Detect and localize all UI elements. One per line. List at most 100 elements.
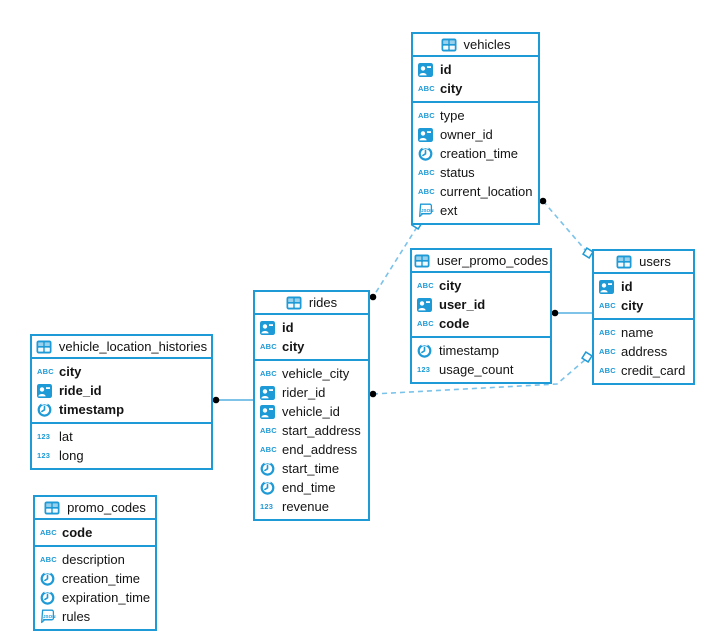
field-name: lat: [59, 429, 73, 444]
field-name: timestamp: [59, 402, 125, 417]
field-row-owner_id[interactable]: owner_id: [413, 125, 538, 144]
relation-dot-marker: [369, 390, 377, 398]
table-header[interactable]: vehicles: [413, 34, 538, 57]
abc-type-icon: ABC: [260, 425, 277, 435]
field-row-id[interactable]: id: [594, 277, 693, 296]
abc-type-icon: ABC: [599, 346, 616, 356]
field-row-id[interactable]: id: [413, 60, 538, 79]
abc-type-icon: ABC: [40, 527, 57, 537]
table-header[interactable]: vehicle_location_histories: [32, 336, 211, 359]
field-row-rider_id[interactable]: rider_id: [255, 383, 368, 402]
table-icon: [36, 340, 53, 354]
abc-type-icon: ABC: [599, 365, 616, 375]
field-row-creation_time[interactable]: creation_time: [413, 144, 538, 163]
table-icon: [616, 255, 633, 269]
json-icon: JSON: [40, 609, 57, 624]
field-row-creation_time[interactable]: creation_time: [35, 569, 155, 588]
field-name: creation_time: [62, 571, 141, 586]
field-name: vehicle_city: [282, 366, 350, 381]
clock-icon: [418, 146, 435, 161]
relation-vehicles-rides: [372, 226, 418, 298]
uuid-icon: [260, 320, 277, 335]
table-name: user_promo_codes: [436, 253, 549, 268]
123-type-icon: 123: [417, 364, 431, 374]
field-row-id[interactable]: id: [255, 318, 368, 337]
field-row-ride_id[interactable]: ride_id: [32, 381, 211, 400]
field-name: city: [59, 364, 82, 379]
abc-type-icon: ABC: [417, 280, 434, 290]
field-name: id: [621, 279, 633, 294]
field-name: revenue: [282, 499, 329, 514]
uuid-icon: [418, 127, 435, 142]
table-name: vehicle_location_histories: [58, 339, 208, 354]
field-row-city[interactable]: ABC city: [32, 362, 211, 381]
abc-type-icon: ABC: [37, 366, 54, 376]
field-row-vehicle_id[interactable]: vehicle_id: [255, 402, 368, 421]
relation-rides-users: [372, 358, 587, 395]
field-row-expiration_time[interactable]: expiration_time: [35, 588, 155, 607]
abc-type-icon: ABC: [417, 318, 434, 328]
table-header[interactable]: promo_codes: [35, 497, 155, 520]
field-row-rules[interactable]: JSON rules: [35, 607, 155, 626]
field-name: timestamp: [439, 343, 499, 358]
field-row-timestamp[interactable]: timestamp: [32, 400, 211, 419]
field-row-user_id[interactable]: user_id: [412, 295, 550, 314]
field-row-usage_count[interactable]: 123 usage_count: [412, 360, 550, 379]
table-header[interactable]: users: [594, 251, 693, 274]
table-header[interactable]: user_promo_codes: [412, 250, 550, 273]
abc-type-icon: ABC: [599, 327, 616, 337]
abc-type-icon: ABC: [260, 444, 277, 454]
clock-icon: [260, 461, 277, 476]
clock-icon: [40, 590, 57, 605]
field-name: status: [440, 165, 475, 180]
table-header[interactable]: rides: [255, 292, 368, 315]
primary-key-section: ABC city ride_id timestamp: [32, 359, 211, 422]
field-name: end_address: [282, 442, 358, 457]
field-row-end_time[interactable]: end_time: [255, 478, 368, 497]
field-row-start_time[interactable]: start_time: [255, 459, 368, 478]
field-name: rules: [62, 609, 91, 624]
table-name: vehicles: [463, 37, 511, 52]
clock-icon: [40, 571, 57, 586]
field-row-timestamp[interactable]: timestamp: [412, 341, 550, 360]
svg-text:JSON: JSON: [43, 614, 56, 619]
relation-diamond-marker: [581, 351, 593, 363]
field-name: ext: [440, 203, 458, 218]
field-row-end_address[interactable]: ABC end_address: [255, 440, 368, 459]
field-name: long: [59, 448, 84, 463]
abc-type-icon: ABC: [418, 186, 435, 196]
field-name: usage_count: [439, 362, 514, 377]
